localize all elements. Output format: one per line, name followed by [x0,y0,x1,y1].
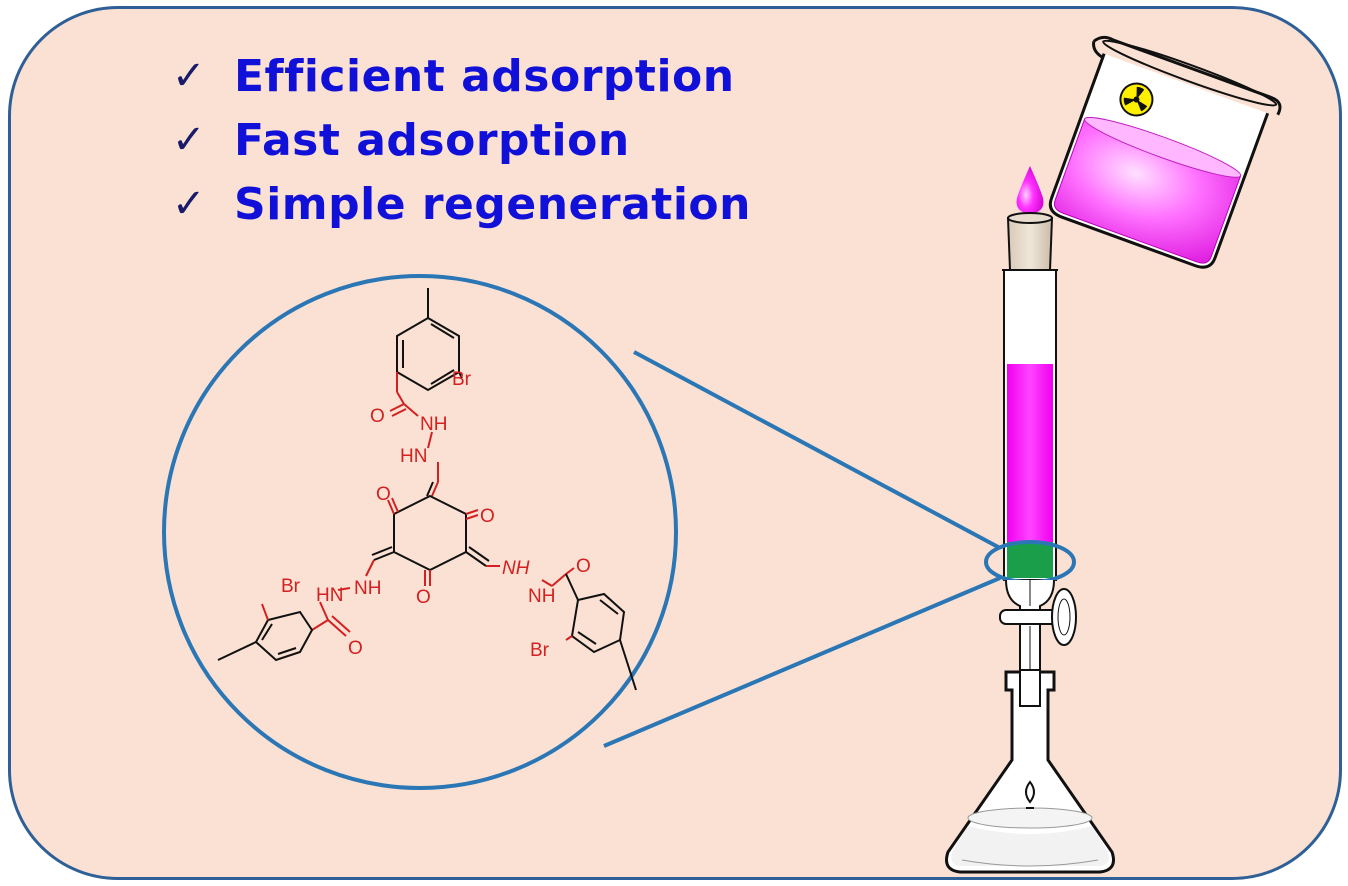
label-o-amide-top: O [370,406,385,427]
feature-item-fast: ✓ Fast adsorption [172,108,751,172]
label-o-ring-bottom: O [416,587,431,608]
label-nh-left: NH [354,578,381,599]
adsorbent-bed [1007,542,1053,578]
label-o-ring-left: O [376,484,391,505]
collection-flask [945,669,1115,874]
benzene-ring-top [396,316,460,392]
feature-label: Fast adsorption [234,114,630,166]
molecule-structure [217,288,637,691]
feature-list: ✓ Efficient adsorption ✓ Fast adsorption… [172,44,751,236]
label-o-amide-left: O [348,638,363,659]
column-solution [1007,364,1053,542]
label-nh-top: NH [420,414,447,435]
label-br-top: Br [452,369,472,390]
checkmark-icon: ✓ [172,181,206,227]
label-nh-right: NH [528,586,555,607]
label-o-amide-right: O [576,556,591,577]
label-hn-left: HN [316,585,343,606]
falling-drop-top [1016,166,1044,214]
label-nh-right-italic: NH [502,558,530,579]
zoom-circle [162,274,678,790]
flask-liquid [967,807,1093,829]
feature-label: Simple regeneration [234,178,751,230]
radioactive-icon [1119,82,1154,117]
zoom-line-lower [603,576,1001,748]
label-hn-top: HN [400,446,427,467]
feature-item-regeneration: ✓ Simple regeneration [172,172,751,236]
label-br-right: Br [530,640,550,661]
zoom-line-upper [633,350,1001,550]
beaker [1048,35,1282,269]
checkmark-icon: ✓ [172,117,206,163]
checkmark-icon: ✓ [172,53,206,99]
feature-item-efficient: ✓ Efficient adsorption [172,44,751,108]
feature-label: Efficient adsorption [234,50,735,102]
label-br-left: Br [281,576,301,597]
column-stopper [1006,217,1054,271]
label-o-ring-right: O [480,506,495,527]
